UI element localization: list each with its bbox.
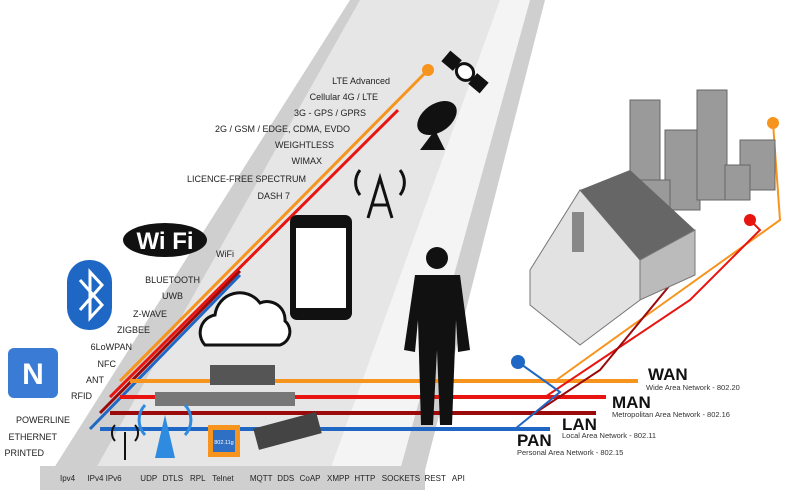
lan-title: LAN xyxy=(562,415,597,434)
protocol-label: DTLS xyxy=(163,474,183,483)
line-blue-diagonal xyxy=(88,273,242,431)
network-switch-icon xyxy=(155,392,295,406)
cloud-icon xyxy=(198,291,292,347)
protocol-label: MQTT xyxy=(250,474,273,483)
businessman-silhouette-icon xyxy=(404,247,470,425)
orange-node xyxy=(422,64,434,76)
nfc-logo xyxy=(8,348,58,398)
technology-label: LICENCE-FREE SPECTRUM xyxy=(187,174,306,184)
wan-connector xyxy=(554,122,782,382)
pan-subtitle: Personal Area Network - 802.15 xyxy=(517,448,623,457)
technology-label: 3G - GPS / GPRS xyxy=(294,108,366,118)
technology-label: WIMAX xyxy=(292,156,323,166)
antenna-icon xyxy=(111,424,139,460)
technology-label: Cellular 4G / LTE xyxy=(310,92,378,102)
bluetooth-rune-icon xyxy=(78,268,105,322)
satellite-icon xyxy=(441,50,489,94)
wan-title: WAN xyxy=(648,365,688,384)
protocol-label: REST xyxy=(425,474,446,483)
smartphone-icon xyxy=(290,215,352,320)
technology-label: WEIGHTLESS xyxy=(275,140,334,150)
chip-label: 802.11g xyxy=(214,440,233,446)
line-red-diagonal xyxy=(108,108,400,399)
protocol-label: HTTP xyxy=(354,474,375,483)
line-orange-diagonal xyxy=(118,68,430,383)
house-icon xyxy=(529,170,696,346)
router-icon xyxy=(210,365,275,385)
man-node xyxy=(744,214,756,226)
technology-label: Z-WAVE xyxy=(133,309,167,319)
technology-label: ANT xyxy=(86,375,105,385)
city-buildings-icon xyxy=(629,89,776,211)
protocol-list: Ipv4 IPv4 IPv6 UDP DTLS RPL Telnet MQTT DDS CoAP… xyxy=(60,474,465,483)
technology-label: 2G / GSM / EDGE, CDMA, EVDO xyxy=(215,124,350,134)
pan-title: PAN xyxy=(517,431,552,450)
line-darkred-diagonal xyxy=(98,269,242,415)
protocol-label: IPv4 IPv6 xyxy=(87,474,122,483)
technology-label: PRINTED xyxy=(4,448,44,458)
wifi-logo: Wi Fi xyxy=(123,223,207,257)
protocol-label: Ipv4 xyxy=(60,474,76,483)
technology-label: WiFi xyxy=(216,249,234,259)
wireless-router-icon xyxy=(253,411,322,450)
wan-node xyxy=(767,117,779,129)
technology-label: LTE Advanced xyxy=(332,76,390,86)
wifi-logo-text: Wi Fi xyxy=(136,228,193,255)
lan-subtitle: Local Area Network - 802.11 xyxy=(562,431,656,440)
protocol-label: SOCKETS xyxy=(382,474,420,483)
beam-highlight xyxy=(330,0,530,470)
pan-connector xyxy=(514,361,562,430)
protocol-label: Telnet xyxy=(212,474,234,483)
wan-subtitle: Wide Area Network - 802.20 xyxy=(646,383,740,392)
lan-connector xyxy=(534,284,671,414)
protocol-label: RPL xyxy=(190,474,206,483)
technology-label: NFC xyxy=(98,359,117,369)
cell-tower-icon xyxy=(354,169,406,219)
technology-label: POWERLINE xyxy=(16,415,70,425)
protocol-bar xyxy=(40,466,425,490)
technology-label: DASH 7 xyxy=(257,191,290,201)
technology-label: BLUETOOTH xyxy=(145,275,200,285)
nfc-logo-letter: N xyxy=(22,358,44,391)
protocol-label: CoAP xyxy=(300,474,321,483)
protocol-label: DDS xyxy=(277,474,294,483)
technology-label: UWB xyxy=(162,291,183,301)
technology-label: 6LoWPAN xyxy=(91,342,132,352)
man-subtitle: Metropolitan Area Network - 802.16 xyxy=(612,410,730,419)
technology-label: RFID xyxy=(71,391,92,401)
chip-core xyxy=(213,430,235,452)
man-title: MAN xyxy=(612,393,651,412)
satellite-dish-icon xyxy=(417,100,457,150)
technology-label: ZIGBEE xyxy=(117,325,150,335)
wifi-tower-icon xyxy=(137,403,193,458)
pan-node xyxy=(511,355,525,369)
protocol-label: UDP xyxy=(140,474,157,483)
protocol-label: API xyxy=(452,474,465,483)
protocol-label: XMPP xyxy=(327,474,350,483)
technology-label: ETHERNET xyxy=(8,432,57,442)
